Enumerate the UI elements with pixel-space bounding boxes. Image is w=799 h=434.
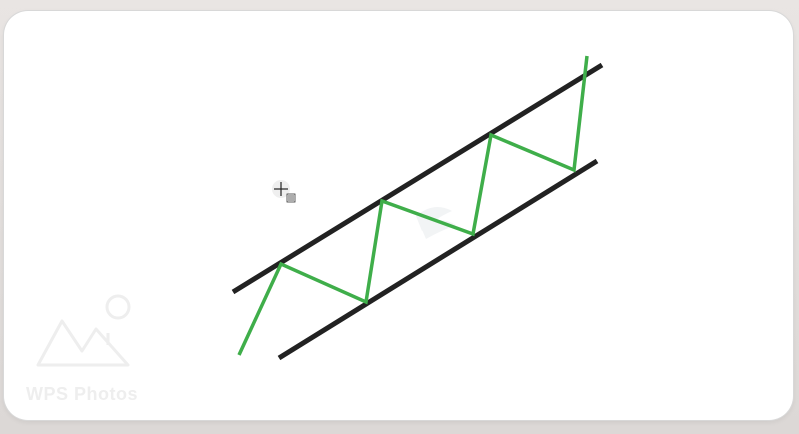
upper-channel-line (231, 62, 604, 295)
ascending-channel-image (231, 55, 604, 361)
watermark-text: WPS Photos (26, 384, 138, 404)
faint-center-logo-icon (416, 207, 456, 239)
lower-channel-line (277, 158, 599, 361)
price-zigzag-line (237, 55, 589, 356)
photo-canvas[interactable]: WPS Photos (4, 11, 793, 420)
wps-photos-logo-icon (36, 294, 131, 367)
crosshair-cursor-icon (272, 180, 296, 203)
